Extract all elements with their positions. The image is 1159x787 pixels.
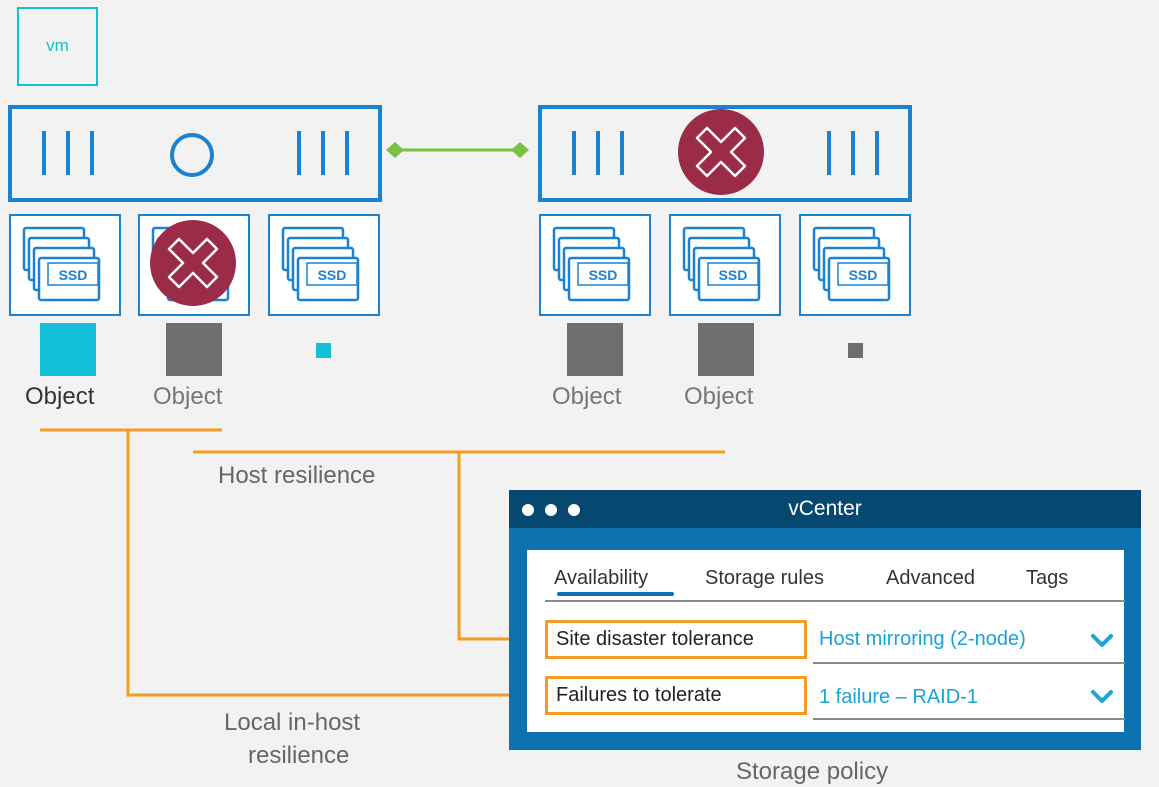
- host-1-power-circle: [170, 133, 214, 177]
- vm-box: [17, 7, 98, 86]
- vcenter-titlebar: vCenter: [509, 490, 1141, 528]
- tabs-divider: [545, 600, 1125, 602]
- ssd-disk-group-3: SSD: [268, 214, 380, 316]
- callout-lines: [40, 428, 725, 697]
- object-block-4: [698, 323, 754, 376]
- window-dot-1[interactable]: [522, 504, 534, 516]
- vm-label: vm: [46, 36, 69, 55]
- vcenter-title: vCenter: [788, 497, 862, 520]
- host-1: [8, 105, 382, 202]
- host-2-right-bars: [827, 131, 879, 175]
- active-tab-indicator: [557, 592, 674, 596]
- local-resilience-label-line2: resilience: [248, 742, 350, 769]
- site-disaster-tolerance-label: Site disaster tolerance: [545, 620, 807, 659]
- host-link: [386, 142, 529, 158]
- tab-availability[interactable]: Availability: [554, 567, 649, 589]
- site-disaster-tolerance-value[interactable]: Host mirroring (2-node): [819, 628, 1026, 650]
- tab-advanced[interactable]: Advanced: [886, 567, 975, 589]
- storage-policy-label: Storage policy: [736, 758, 889, 785]
- tab-tags[interactable]: Tags: [1026, 567, 1069, 589]
- object-block-2: [166, 323, 222, 376]
- ssd-label: SSD: [849, 267, 878, 283]
- failures-to-tolerate-label: Failures to tolerate: [545, 676, 807, 715]
- host-1-right-bars: [297, 131, 349, 175]
- witness-block-1: [316, 343, 331, 358]
- object-label-2: Object: [153, 383, 223, 410]
- rule-divider-1: [813, 662, 1125, 664]
- object-label-3: Object: [552, 383, 622, 410]
- host-2-failure-icon: [678, 109, 764, 195]
- ssd-label: SSD: [719, 267, 748, 283]
- window-dot-2[interactable]: [545, 504, 557, 516]
- host-resilience-label: Host resilience: [218, 462, 376, 489]
- host-2-left-bars: [572, 131, 624, 175]
- local-resilience-label-line1: Local in-host: [224, 709, 361, 736]
- object-block-1: [40, 323, 96, 376]
- host-2: [538, 105, 912, 202]
- witness-block-2: [848, 343, 863, 358]
- object-label-4: Object: [684, 383, 754, 410]
- ssd-label: SSD: [318, 267, 347, 283]
- ssd-disk-group-6: SSD: [799, 214, 911, 316]
- window-dot-3[interactable]: [568, 504, 580, 516]
- ssd-label: SSD: [59, 267, 88, 283]
- ssd-disk-group-4: SSD: [539, 214, 651, 316]
- ssd-label: SSD: [589, 267, 618, 283]
- ssd-disk-group-5: SSD: [669, 214, 781, 316]
- chevron-down-icon[interactable]: [1090, 633, 1114, 649]
- tab-storage-rules[interactable]: Storage rules: [705, 567, 824, 589]
- disk-failure-icon: [150, 220, 236, 306]
- chevron-down-icon[interactable]: [1090, 689, 1114, 705]
- object-label-1: Object: [25, 383, 95, 410]
- object-block-3: [567, 323, 623, 376]
- host-1-left-bars: [42, 131, 94, 175]
- rule-divider-2: [813, 718, 1125, 720]
- vcenter-window: vCenter Availability Storage rules Advan…: [509, 490, 1141, 750]
- storage-policy-panel: Availability Storage rules Advanced Tags…: [527, 550, 1125, 732]
- ssd-disk-group-1: SSD: [9, 214, 121, 316]
- failures-to-tolerate-value[interactable]: 1 failure – RAID-1: [819, 686, 978, 708]
